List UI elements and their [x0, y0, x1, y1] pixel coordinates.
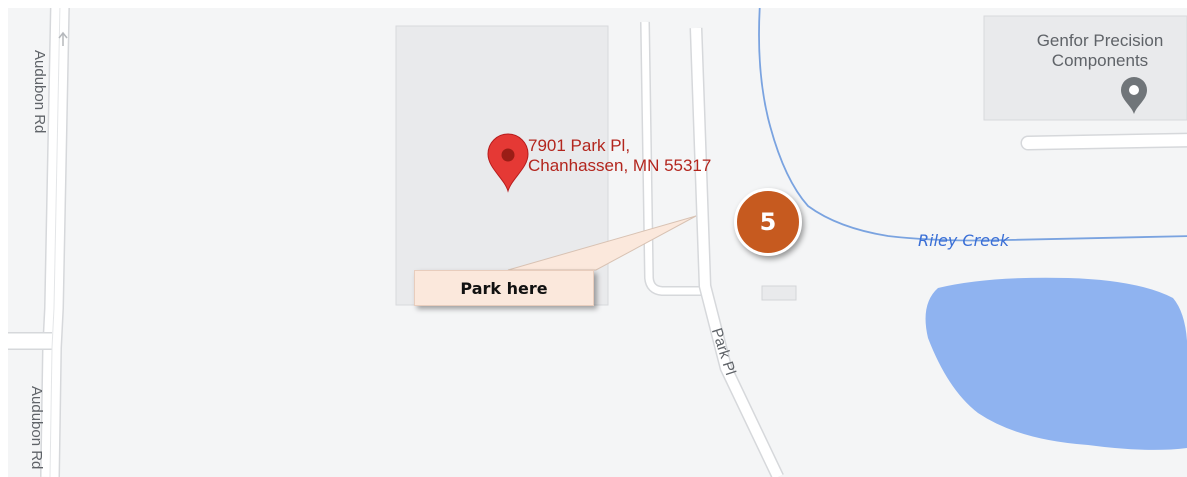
- address-line-city: Chanhassen, MN 55317: [528, 156, 712, 175]
- poi-building-footprint: [983, 15, 1187, 121]
- creek-label: Riley Creek: [918, 231, 1010, 250]
- map-base-layer: [8, 8, 1187, 477]
- audubon-road: [8, 8, 70, 477]
- gray-location-pin-icon[interactable]: [1121, 77, 1147, 114]
- small-structure: [761, 285, 797, 301]
- red-location-pin-icon[interactable]: [487, 133, 529, 193]
- one-way-arrow-icon: [58, 31, 68, 46]
- poi-name-line2: Components: [1051, 51, 1149, 70]
- park-pl-road: [640, 21, 784, 477]
- road-label-audubon-upper: Audubon Rd: [31, 50, 48, 134]
- poi-label[interactable]: Genfor Precision Components: [1022, 31, 1178, 71]
- address-label[interactable]: 7901 Park Pl, Chanhassen, MN 55317: [528, 136, 711, 176]
- step-number-badge: 5: [734, 188, 802, 256]
- riley-creek-stream: [758, 8, 1187, 242]
- lake-water: [925, 277, 1187, 450]
- map-canvas[interactable]: Audubon Rd Audubon Rd Park Pl 7901 Park …: [8, 8, 1187, 477]
- poi-driveway: [1020, 132, 1187, 151]
- address-line-street: 7901 Park Pl,: [528, 136, 631, 155]
- road-label-audubon-lower: Audubon Rd: [28, 386, 45, 470]
- poi-name-line1: Genfor Precision: [1036, 31, 1164, 50]
- park-here-callout: Park here: [414, 270, 594, 306]
